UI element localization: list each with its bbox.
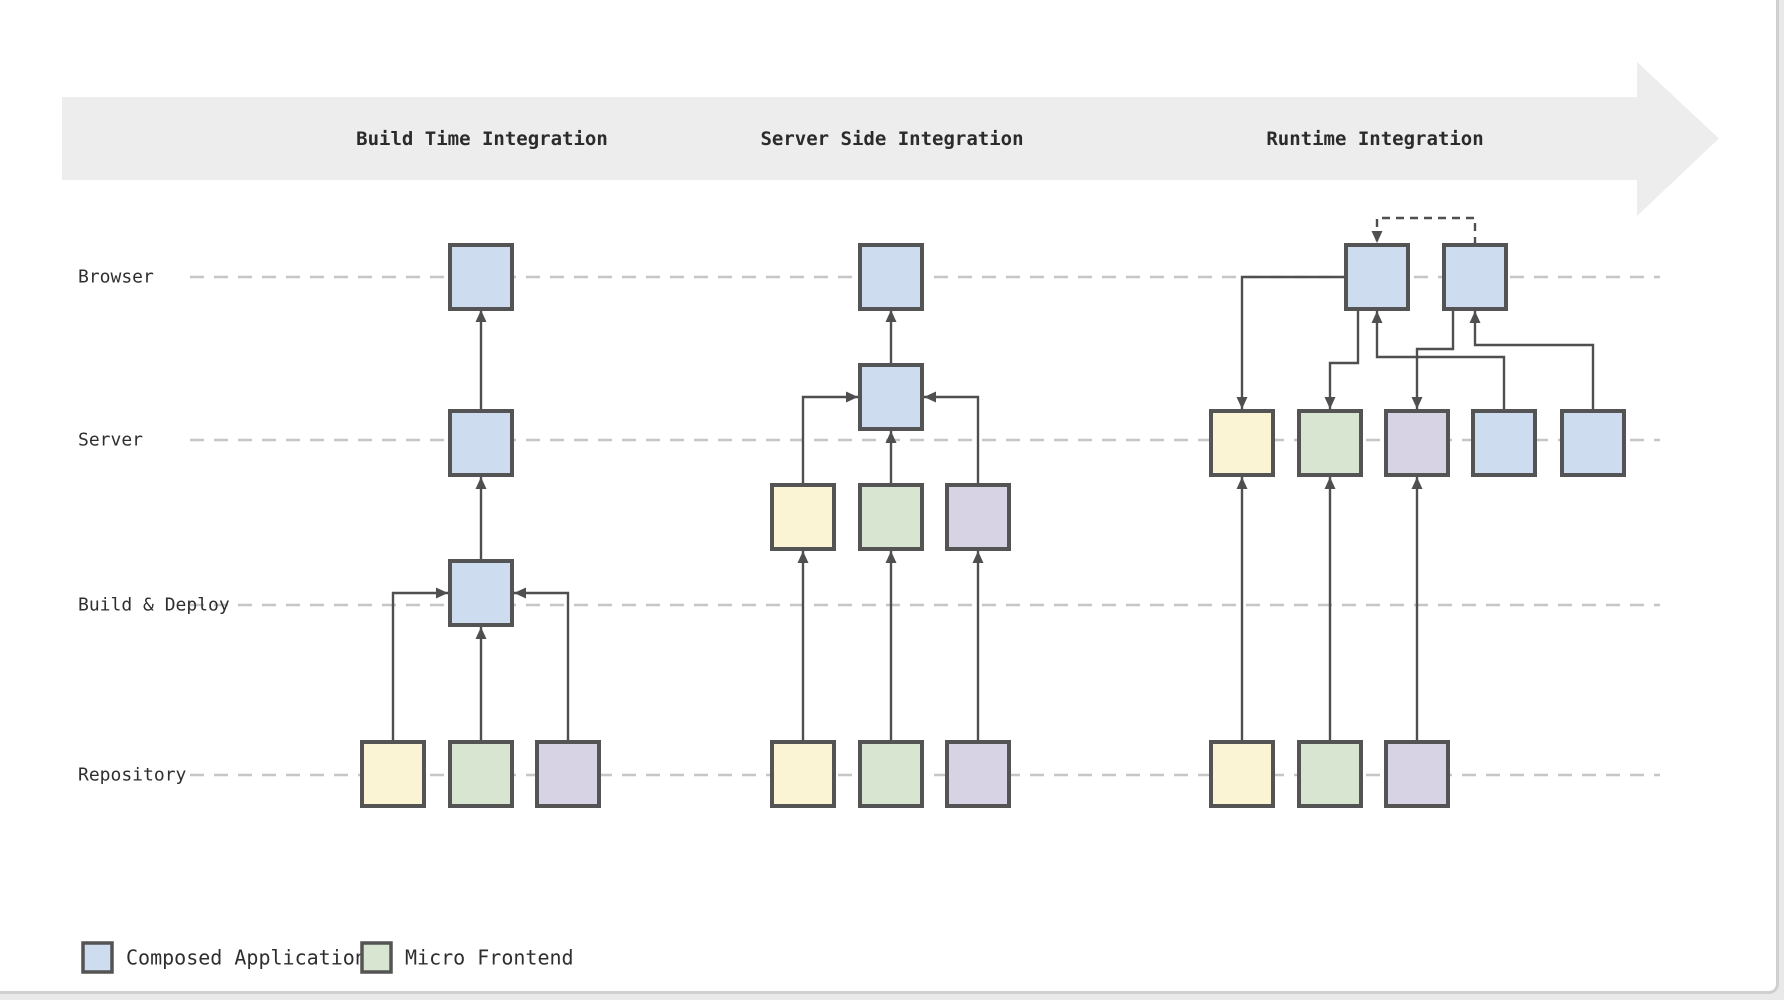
serverside-repo-green-node bbox=[858, 740, 924, 808]
runtime-repo-green-node bbox=[1297, 740, 1363, 808]
buildtime-build-composed-app-node bbox=[448, 559, 514, 627]
serverside-repo-purple-node bbox=[945, 740, 1011, 808]
rt-browser-a-to-mf-yellow-arrow bbox=[1240, 275, 1346, 409]
bt-build-to-server-arrow-head bbox=[475, 477, 487, 489]
ss-repo-yellow-to-mf-arrow-head bbox=[797, 551, 809, 563]
lane-label-server: Server bbox=[78, 430, 143, 451]
runtime-server-mf-green-node bbox=[1297, 409, 1363, 477]
runtime-repo-purple-node bbox=[1384, 740, 1450, 808]
runtime-server-composed-app-a-node bbox=[1471, 409, 1537, 477]
lane-label-browser: Browser bbox=[78, 267, 154, 288]
bt-repo-purple-to-build-arrow bbox=[514, 591, 570, 742]
ss-repo-purple-to-mf-arrow-head bbox=[972, 551, 984, 563]
column-title-1: Build Time Integration bbox=[356, 128, 608, 150]
ss-mf-purple-to-server-arrow-head bbox=[924, 391, 936, 403]
ss-mf-green-to-server-arrow-head bbox=[885, 431, 897, 443]
serverside-mf-green-node bbox=[858, 483, 924, 551]
lane-label-repository: Repository bbox=[78, 765, 187, 786]
buildtime-repo-yellow-node bbox=[360, 740, 426, 808]
legend-swatch-blue bbox=[81, 941, 114, 974]
process-arrow-banner bbox=[62, 62, 1719, 216]
buildtime-server-composed-app-node bbox=[448, 409, 514, 477]
column-title-2: Server Side Integration bbox=[760, 128, 1023, 150]
serverside-mf-yellow-node bbox=[770, 483, 836, 551]
bt-server-to-browser-arrow-head bbox=[475, 310, 487, 322]
ss-mf-purple-to-server-arrow bbox=[924, 395, 980, 485]
ss-mf-yellow-to-server-arrow-head bbox=[846, 391, 858, 403]
bt-repo-yellow-to-build-arrow-head bbox=[436, 587, 448, 599]
rt-server-b-to-browser-b-arrow bbox=[1473, 311, 1595, 411]
rt-browser-a-to-mf-yellow-arrow-head bbox=[1236, 397, 1248, 409]
rt-browser-b-to-mf-purple-arrow bbox=[1415, 309, 1455, 409]
bt-repo-purple-to-build-arrow-head bbox=[514, 587, 526, 599]
bt-repo-green-to-build-arrow-head bbox=[475, 627, 487, 639]
rt-browser-b-to-browser-a-dashed-arrow bbox=[1375, 216, 1477, 245]
legend-swatch-green bbox=[360, 941, 393, 974]
rt-server-a-to-browser-a-arrow bbox=[1375, 311, 1506, 411]
bt-repo-yellow-to-build-arrow bbox=[391, 591, 448, 742]
rt-server-a-to-browser-a-arrow-head bbox=[1371, 311, 1383, 323]
rt-repo-yellow-to-mf-arrow-head bbox=[1236, 477, 1248, 489]
serverside-repo-yellow-node bbox=[770, 740, 836, 808]
rt-repo-purple-to-mf-arrow-head bbox=[1411, 477, 1423, 489]
runtime-server-mf-purple-node bbox=[1384, 409, 1450, 477]
legend-label-1: Composed Application bbox=[126, 946, 367, 970]
buildtime-browser-composed-app-node bbox=[448, 243, 514, 311]
rt-browser-a-to-mf-green-arrow bbox=[1328, 309, 1360, 409]
buildtime-repo-purple-node bbox=[535, 740, 601, 808]
runtime-browser-composed-app-a-node bbox=[1344, 243, 1410, 311]
runtime-repo-yellow-node bbox=[1209, 740, 1275, 808]
rt-server-b-to-browser-b-arrow-head bbox=[1469, 311, 1481, 323]
ss-repo-green-to-mf-arrow-head bbox=[885, 551, 897, 563]
lane-label-build-deploy: Build & Deploy bbox=[78, 595, 230, 616]
rt-browser-a-to-mf-green-arrow-head bbox=[1324, 397, 1336, 409]
column-title-3: Runtime Integration bbox=[1266, 128, 1483, 150]
runtime-browser-composed-app-b-node bbox=[1442, 243, 1508, 311]
runtime-server-mf-yellow-node bbox=[1209, 409, 1275, 477]
serverside-server-composed-app-node bbox=[858, 363, 924, 431]
rt-browser-b-to-mf-purple-arrow-head bbox=[1411, 397, 1423, 409]
serverside-browser-composed-app-node bbox=[858, 243, 924, 311]
serverside-mf-purple-node bbox=[945, 483, 1011, 551]
legend-label-2: Micro Frontend bbox=[405, 946, 574, 970]
buildtime-repo-green-node bbox=[448, 740, 514, 808]
runtime-server-composed-app-b-node bbox=[1560, 409, 1626, 477]
rt-browser-b-to-browser-a-dashed-arrow-head bbox=[1371, 231, 1383, 243]
ss-mf-yellow-to-server-arrow bbox=[801, 395, 858, 485]
rt-repo-green-to-mf-arrow-head bbox=[1324, 477, 1336, 489]
ss-server-to-browser-arrow-head bbox=[885, 310, 897, 322]
